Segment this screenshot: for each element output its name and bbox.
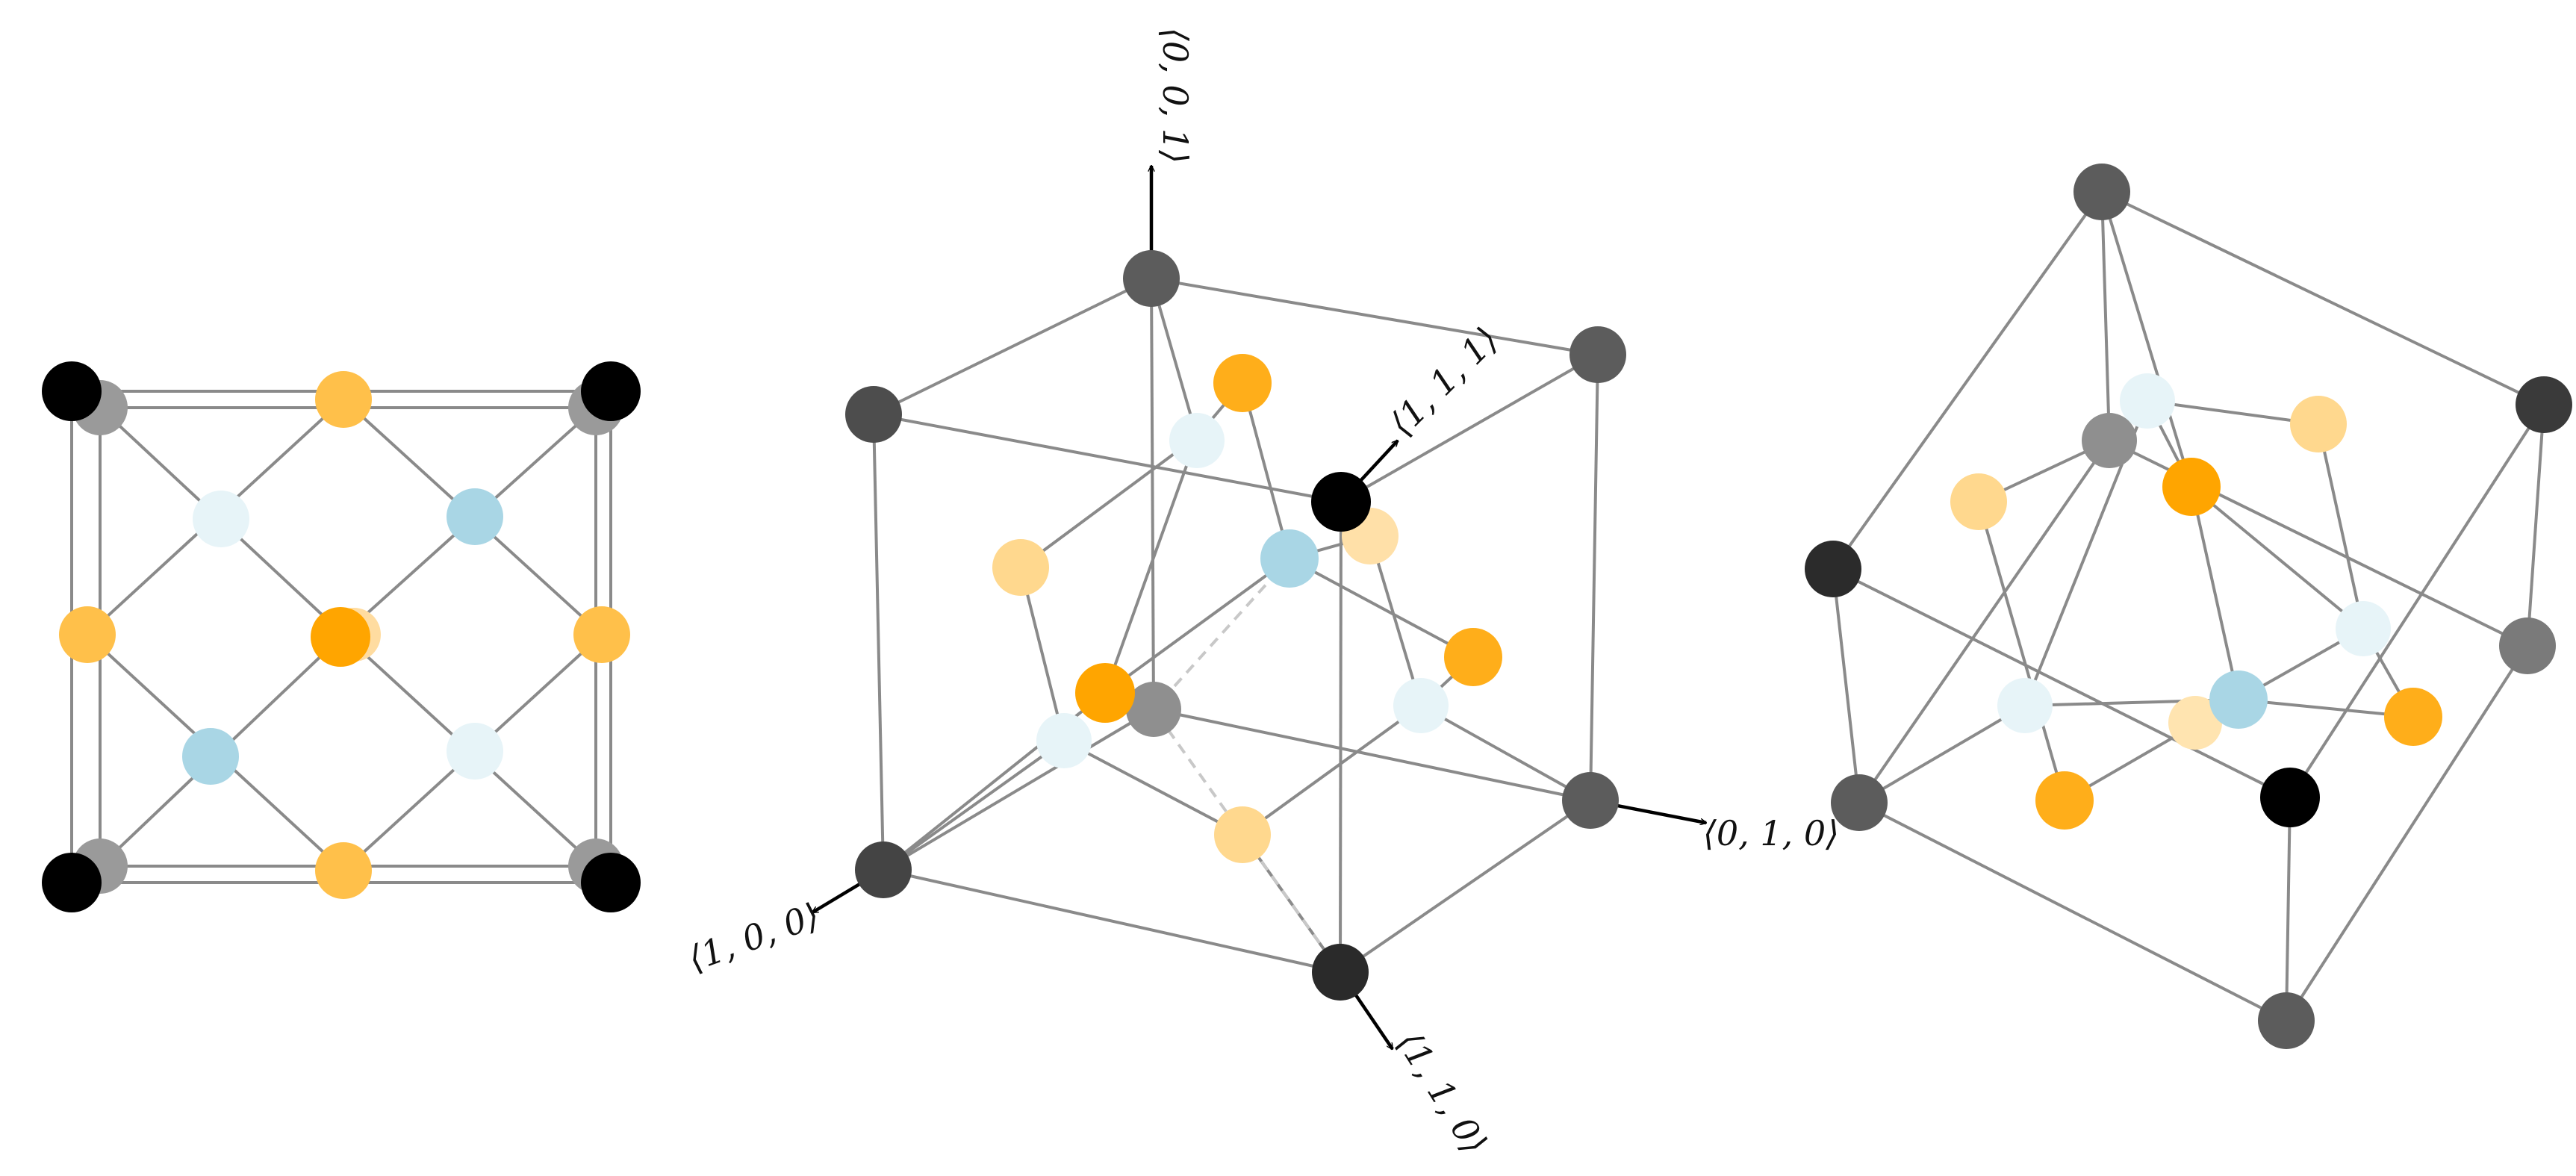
atom-black — [42, 853, 102, 912]
atom-orange — [2384, 688, 2442, 746]
atom-gray-dark — [2516, 376, 2572, 433]
atom-blue-faded — [1393, 678, 1449, 733]
atom-orange — [315, 842, 372, 899]
atom-gray-dark — [855, 841, 912, 898]
atom-blue-faded — [1036, 713, 1092, 768]
atom-blue-faded — [2120, 373, 2175, 429]
atom-orange — [311, 607, 370, 667]
atom-gray-dark — [1831, 774, 1888, 831]
panel-rotated-view — [1805, 164, 2572, 1049]
atom-gray-dark — [2258, 992, 2315, 1049]
atom-orange-faded — [2168, 696, 2222, 750]
bond-network — [1858, 191, 2415, 804]
atom-orange-faded — [992, 539, 1049, 596]
atom-orange — [2035, 771, 2094, 830]
atom-orange — [1213, 354, 1272, 412]
atom-blue — [447, 488, 503, 545]
atom-black — [1311, 472, 1371, 532]
unit-cell-edges — [872, 277, 1599, 974]
atom-black — [42, 361, 102, 421]
atom-orange-faded — [1950, 473, 2007, 530]
axis-labels: ⟨0, 0, 1⟩ ⟨1, 1, 1⟩ ⟨0, 1, 0⟩ ⟨1, 0, 0⟩ … — [683, 28, 1839, 1161]
axis-label-001: ⟨0, 0, 1⟩ — [1155, 28, 1195, 164]
body-diagonal — [1152, 557, 1291, 711]
atom-gray-dark — [1123, 250, 1180, 307]
axis-label-111: ⟨1, 1, 1⟩ — [1381, 319, 1506, 444]
atoms-back — [1950, 373, 2391, 750]
atom-gray — [2082, 413, 2137, 468]
atom-orange — [315, 371, 372, 428]
atom-gray-dark — [845, 386, 902, 443]
atom-gray — [1126, 682, 1181, 737]
atom-gray-dark — [1569, 326, 1626, 383]
atoms-back — [992, 413, 1449, 863]
atom-black — [581, 361, 641, 421]
axis-label-110: ⟨1, 1, 0⟩ — [1389, 1024, 1495, 1161]
atom-blue — [182, 728, 239, 785]
axis-label-010: ⟨0, 1, 0⟩ — [1703, 813, 1839, 853]
atom-black — [2260, 768, 2320, 827]
atom-blue-faded — [447, 723, 503, 780]
axis-label-100: ⟨1, 0, 0⟩ — [683, 895, 825, 979]
atoms-front — [42, 361, 641, 912]
atoms-front — [845, 250, 1626, 1001]
atom-gray-dark — [1805, 541, 1861, 597]
atom-gray-dark — [2073, 164, 2130, 220]
atom-blue — [1260, 529, 1319, 588]
atom-orange — [1444, 628, 1502, 686]
atom-orange-faded — [1214, 806, 1271, 863]
atom-blue-faded — [1169, 413, 1225, 468]
atom-orange — [573, 606, 630, 663]
atom-blue-faded — [1997, 678, 2053, 733]
atom-gray-dark — [1312, 944, 1369, 1001]
atom-orange-faded — [2290, 396, 2347, 452]
atom-gray-dark — [2499, 617, 2556, 674]
atom-blue-faded — [2336, 601, 2391, 656]
atom-blue-faded — [193, 491, 249, 547]
atom-gray-dark — [1562, 772, 1619, 829]
atoms-front — [1805, 164, 2572, 1049]
panel-top-view — [42, 361, 641, 912]
panel-perspective-view: ⟨0, 0, 1⟩ ⟨1, 1, 1⟩ ⟨0, 1, 0⟩ ⟨1, 0, 0⟩ … — [683, 28, 1839, 1161]
atom-black — [581, 853, 641, 912]
atom-orange — [2162, 458, 2221, 516]
atom-blue — [2209, 671, 2268, 729]
atom-orange — [59, 606, 116, 663]
atom-orange — [1075, 663, 1135, 723]
unit-cell-edges — [1832, 190, 2545, 1022]
